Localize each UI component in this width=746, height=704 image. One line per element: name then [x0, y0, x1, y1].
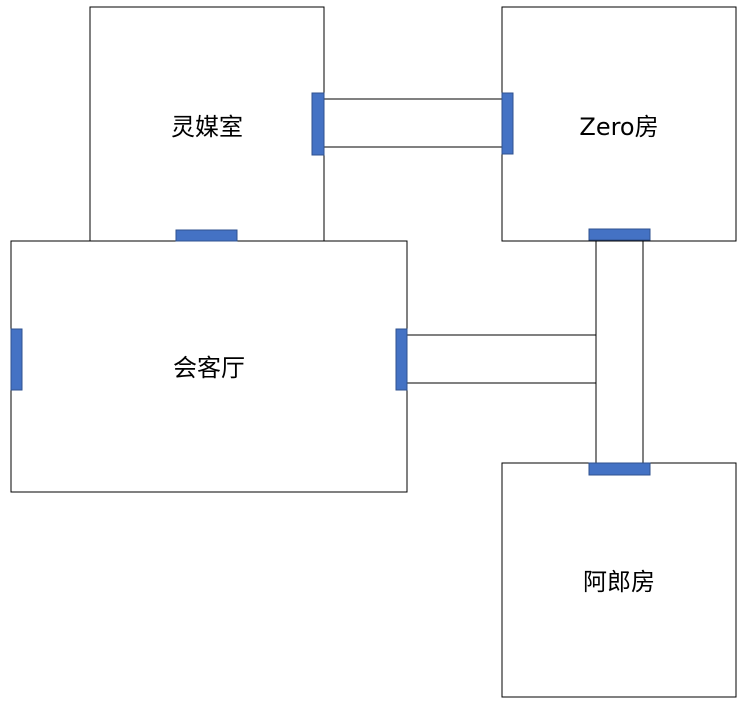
door-lingmei-south [175, 229, 238, 242]
room-zero: Zero房 [501, 6, 737, 242]
door-zero-west [501, 92, 514, 155]
room-lingmei: 灵媒室 [89, 6, 325, 243]
room-lingmei-label: 灵媒室 [171, 113, 243, 141]
door-zero-south [588, 228, 651, 241]
room-lingmei-walls [89, 6, 325, 243]
room-alang-walls [501, 462, 737, 698]
room-alang-label: 阿郎房 [583, 568, 655, 596]
room-alang: 阿郎房 [501, 462, 737, 698]
room-zero-label: Zero房 [579, 113, 658, 141]
corridor-zero-alang [595, 239, 644, 465]
room-living-label: 会客厅 [173, 354, 245, 382]
door-lingmei-east [311, 92, 325, 156]
room-zero-walls [501, 6, 737, 242]
door-living-west [10, 328, 23, 391]
door-living-east [395, 328, 408, 391]
corridor-living-east [406, 334, 597, 384]
corridor-lingmei-zero [322, 98, 504, 148]
room-living: 会客厅 [10, 240, 408, 493]
door-alang-north [588, 462, 651, 476]
